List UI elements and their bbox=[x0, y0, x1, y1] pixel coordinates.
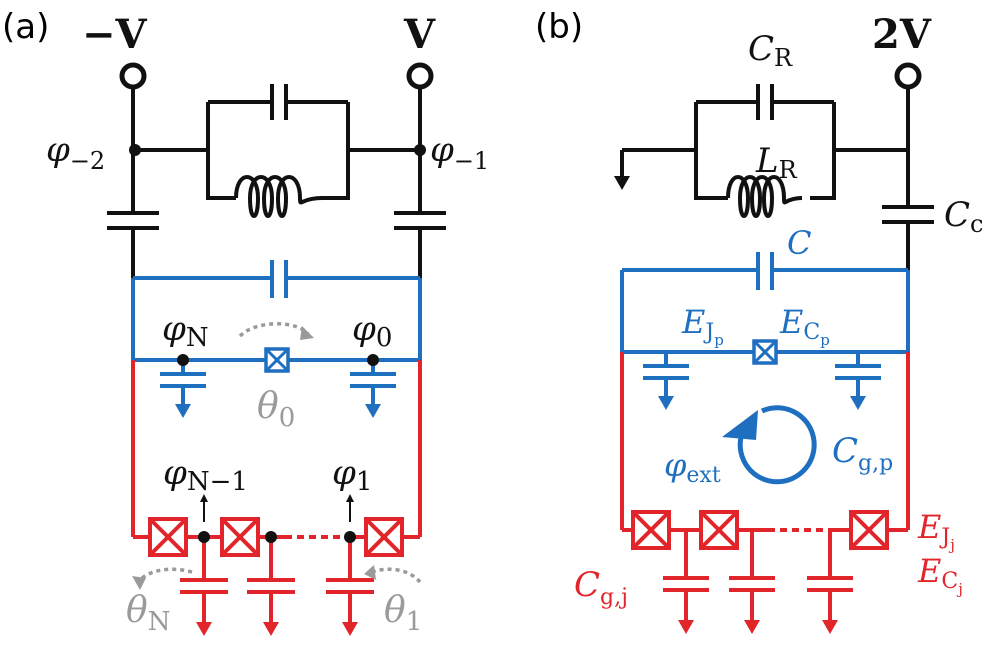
ground-arrow-black bbox=[614, 176, 630, 190]
terminal-right-label: V bbox=[403, 11, 436, 58]
node-phi-N-label: φN bbox=[162, 309, 209, 353]
panel-a-label: (a) bbox=[2, 7, 49, 47]
label-E-Cj: ECj bbox=[917, 552, 963, 598]
label-C: C bbox=[787, 224, 811, 262]
terminal-2v-label: 2V bbox=[872, 11, 932, 58]
theta-0-label: θ0 bbox=[257, 386, 295, 433]
ground-arrow-red-b3 bbox=[822, 620, 838, 634]
node-phi-N1-label: φN−1 bbox=[163, 453, 248, 497]
terminal-2v-port bbox=[894, 62, 922, 90]
theta-1-label: θ1 bbox=[384, 590, 422, 637]
blue-loop-b bbox=[620, 252, 910, 485]
charge-arrowhead-1 bbox=[200, 494, 208, 502]
panel-b-label: (b) bbox=[535, 7, 583, 47]
node-phi-0-dot bbox=[367, 354, 379, 366]
label-C-c: Cc bbox=[944, 195, 983, 238]
terminal-right-port bbox=[406, 62, 434, 90]
charge-arrowhead-2 bbox=[346, 494, 354, 502]
node-phi-1-dot bbox=[344, 531, 356, 543]
resonator-black-wiring bbox=[107, 84, 446, 278]
theta-N-label: θN bbox=[126, 590, 170, 637]
node-phi-N-dot bbox=[177, 354, 189, 366]
charge-arrows-a bbox=[203, 500, 351, 522]
node-phi-1-label: φ1 bbox=[332, 453, 372, 497]
label-C-R: CR bbox=[748, 29, 793, 72]
blue-phase-slip-loop bbox=[131, 260, 422, 404]
red-junction-chain bbox=[131, 360, 422, 622]
node-phi-0-label: φ0 bbox=[352, 309, 392, 353]
resonator-b-wiring bbox=[620, 84, 934, 270]
node-chain-dot bbox=[265, 531, 277, 543]
theta-1-arrow bbox=[371, 567, 422, 584]
panel-a: (a) −V V bbox=[2, 7, 489, 637]
node-phi-N1-dot bbox=[198, 531, 210, 543]
red-chain-b bbox=[620, 352, 910, 620]
josephson-junctions-a bbox=[148, 517, 404, 557]
label-phi-ext: φext bbox=[664, 446, 721, 488]
label-C-gp: Cg,p bbox=[832, 431, 893, 476]
josephson-junctions-b bbox=[631, 510, 889, 550]
label-E-Jj: EJj bbox=[917, 508, 955, 554]
ground-arrow-blue-b-right bbox=[850, 396, 866, 410]
node-phi-minus1-dot bbox=[414, 144, 426, 156]
ground-arrow-blue-b-left bbox=[658, 396, 674, 410]
panel-b: (b) 2V CR LR Cc bbox=[535, 7, 983, 634]
label-C-gj: Cg,j bbox=[574, 565, 628, 610]
node-phi-minus2-dot bbox=[129, 144, 141, 156]
ground-arrow-red-3 bbox=[342, 622, 358, 636]
label-E-Cp: ECp bbox=[779, 303, 830, 349]
ground-arrow-red-2 bbox=[263, 622, 279, 636]
ground-arrow-red-b2 bbox=[744, 620, 760, 634]
theta-0-arrow bbox=[238, 322, 310, 338]
terminal-left-label: −V bbox=[82, 11, 148, 58]
label-E-Jp: EJp bbox=[681, 303, 724, 349]
label-L-R: LR bbox=[755, 141, 798, 184]
theta-1-arrowhead bbox=[364, 565, 376, 580]
terminal-left-port bbox=[119, 62, 147, 90]
theta-0-arrowhead bbox=[300, 326, 314, 340]
ground-arrow-red-1 bbox=[196, 622, 212, 636]
phase-slip-junction-a bbox=[264, 347, 290, 373]
ground-arrow-blue-left bbox=[175, 404, 191, 418]
flux-loop-arrowhead bbox=[722, 410, 758, 440]
ground-arrow-red-b1 bbox=[678, 620, 694, 634]
theta-N-arrowhead bbox=[132, 576, 146, 590]
node-phi-minus2-label: φ−2 bbox=[46, 130, 105, 175]
ground-arrow-blue-right bbox=[365, 404, 381, 418]
node-phi-minus1-label: φ−1 bbox=[430, 130, 489, 175]
phase-slip-junction-b bbox=[752, 339, 778, 365]
